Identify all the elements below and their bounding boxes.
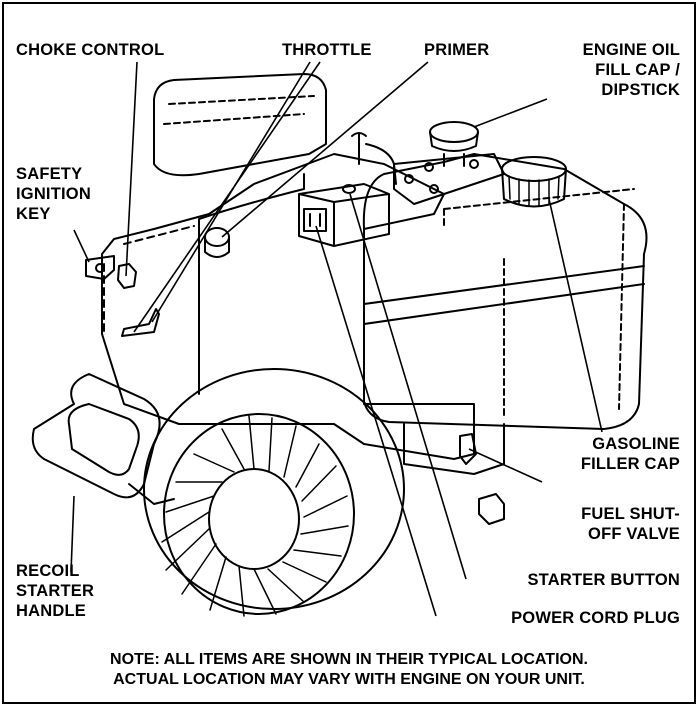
shroud-edge	[103, 225, 195, 335]
starter-button	[342, 184, 356, 194]
flywheel-fins	[161, 415, 349, 617]
starter-switch-box	[298, 183, 390, 247]
leader-oil	[473, 98, 548, 128]
location-note: NOTE: ALL ITEMS ARE SHOWN IN THEIR TYPIC…	[110, 651, 588, 688]
choke-lever	[117, 263, 137, 289]
engine-illustration	[31, 61, 648, 617]
primer-line	[351, 132, 397, 185]
flywheel-screen	[163, 413, 355, 615]
throttle-lever	[121, 308, 160, 337]
leader-starter	[349, 193, 467, 580]
flywheel-hub	[208, 468, 300, 570]
leader-fuel	[468, 448, 543, 483]
leader-gasoline	[548, 198, 603, 433]
gas-tank	[362, 153, 648, 430]
label-primer: PRIMER	[424, 41, 490, 59]
air-cleaner-dash	[163, 95, 315, 125]
leader-throttle-b	[133, 61, 321, 333]
air-cleaner-housing	[153, 73, 327, 177]
leader-choke	[125, 61, 138, 277]
label-starter-button: STARTER BUTTON	[527, 571, 680, 589]
label-throttle: THROTTLE	[282, 41, 372, 59]
bracket-plate	[393, 153, 505, 205]
engine-front-panel	[198, 173, 305, 395]
recoil-handle-inner	[67, 403, 140, 476]
leader-powercord	[315, 225, 437, 617]
label-fuel-shut-off-valve: FUEL SHUT- OFF VALVE	[581, 505, 680, 543]
filler-cap-top	[501, 156, 567, 182]
label-recoil-starter-handle: RECOIL STARTER HANDLE	[16, 562, 95, 620]
label-choke-control: CHOKE CONTROL	[16, 41, 165, 59]
oil-cap-top	[429, 121, 479, 143]
recoil-handle-outer	[31, 373, 161, 499]
fuel-valve	[459, 433, 477, 465]
leader-primer	[221, 61, 429, 238]
lower-engine	[403, 423, 505, 475]
primer-bulb	[204, 227, 230, 247]
leader-safety	[73, 229, 90, 263]
label-power-cord-plug: POWER CORD PLUG	[511, 609, 680, 627]
filler-cap-ribs	[508, 175, 560, 207]
power-plug-socket	[303, 208, 327, 232]
filler-cap-body	[501, 168, 567, 208]
recoil-rope	[128, 483, 175, 505]
label-gasoline-filler-cap: GASOLINE FILLER CAP	[580, 435, 680, 473]
safety-key	[85, 255, 115, 280]
drain-plug	[478, 493, 505, 525]
label-safety-ignition-key: SAFETY IGNITION KEY	[16, 165, 91, 223]
label-engine-oil: ENGINE OIL FILL CAP / DIPSTICK	[582, 41, 680, 99]
leader-recoil	[70, 495, 75, 573]
gas-tank-dash	[443, 188, 635, 420]
